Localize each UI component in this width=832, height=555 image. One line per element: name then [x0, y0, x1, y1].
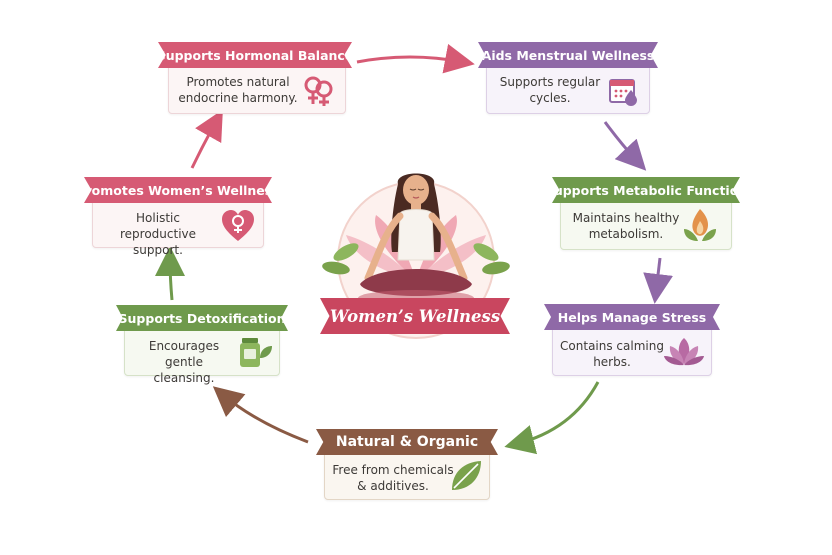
jar-icon: [240, 338, 272, 367]
arrow-detox-to-womens: [155, 246, 186, 301]
arrow-hormonal-to-menstrual: [356, 43, 475, 74]
lotus-icon: [664, 338, 704, 366]
arrow-stress-to-organic: [504, 381, 600, 455]
node-title: Supports Hormonal Balance: [158, 42, 352, 68]
node-title: Natural & Organic: [316, 429, 498, 455]
node-desc: Contains calming herbs.: [560, 339, 664, 369]
flame-leaf-icon: [684, 209, 716, 241]
heart-venus-icon: [222, 210, 254, 241]
node-desc: Supports regular cycles.: [499, 75, 601, 105]
center-title: Women’s Wellness: [320, 298, 510, 334]
node-desc: Promotes natural endocrine harmony.: [178, 75, 298, 105]
calendar-icon: [609, 79, 637, 106]
node-title: Aids Menstrual Wellness: [478, 42, 658, 68]
node-desc: Maintains healthy metabolism.: [572, 211, 680, 241]
arrow-metabolic-to-stress: [643, 257, 674, 304]
arrow-womens-to-hormonal: [190, 109, 223, 169]
node-title: Supports Metabolic Function: [552, 177, 740, 203]
arrow-menstrual-to-metabolic: [603, 121, 647, 171]
venus-icon: [304, 76, 333, 106]
node-desc: Holistic reproductive support.: [119, 211, 197, 257]
node-desc: Encourages gentle cleansing.: [148, 339, 220, 385]
node-title: Promotes Women’s Wellness: [84, 177, 272, 203]
leaf-icon: [452, 461, 481, 490]
arrow-organic-to-detox: [212, 386, 309, 444]
node-desc: Free from chemicals & additives.: [332, 463, 454, 493]
node-title: Supports Detoxification: [116, 305, 288, 331]
node-title: Helps Manage Stress: [544, 304, 720, 330]
